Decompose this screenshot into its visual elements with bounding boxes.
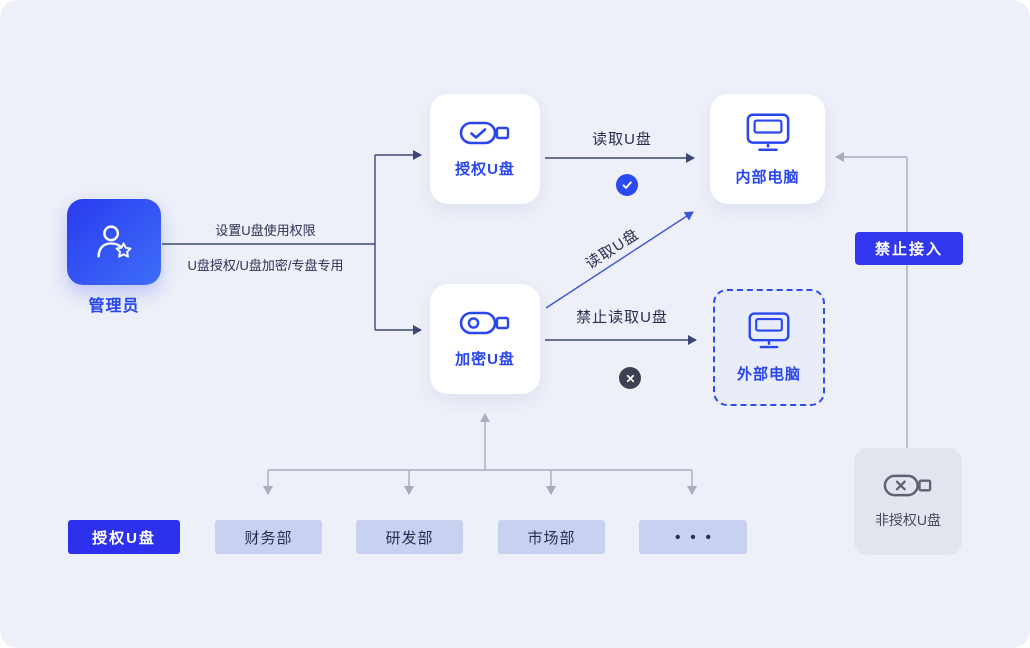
allow-status — [616, 174, 638, 196]
edge-encrypted-to-internal — [545, 211, 694, 309]
cross-circle-icon — [626, 374, 634, 382]
authorized-usb-node: 授权U盘 — [430, 94, 540, 204]
internal-pc-node: 内部电脑 — [710, 94, 825, 204]
dept-more: ••• — [639, 520, 747, 554]
dept-rnd: 研发部 — [356, 520, 463, 554]
admin-label: 管理员 — [88, 298, 140, 315]
usb-dot-icon — [459, 311, 510, 334]
dept-marketing: 市场部 — [498, 520, 605, 554]
check-circle-icon — [622, 181, 632, 189]
usb-x-icon — [883, 474, 932, 497]
encrypted-usb-label: 加密U盘 — [455, 350, 515, 368]
external-pc-node: 外部电脑 — [713, 289, 825, 406]
read-usb-label-top: 读取U盘 — [592, 131, 652, 148]
forbid-read-usb-label: 禁止读取U盘 — [576, 309, 668, 326]
forbid-access-badge: 禁止接入 — [855, 232, 963, 265]
admin-user-star-icon — [97, 225, 132, 258]
external-monitor-icon — [748, 312, 790, 349]
internal-monitor-icon — [746, 113, 789, 151]
unauthorized-usb-label: 非授权U盘 — [874, 512, 942, 528]
authorized-usb-legend-badge: 授权U盘 — [68, 520, 180, 554]
external-pc-label: 外部电脑 — [736, 366, 801, 383]
unauthorized-usb-node: 非授权U盘 — [854, 448, 962, 555]
deny-status — [619, 367, 641, 389]
encrypted-usb-node: 加密U盘 — [430, 284, 540, 394]
internal-pc-label: 内部电脑 — [735, 168, 800, 186]
authorized-usb-label: 授权U盘 — [455, 160, 515, 178]
assign-note-line2: U盘授权/U盘加密/专盘专用 — [187, 258, 344, 273]
admin-node — [67, 199, 161, 285]
usb-check-icon — [459, 121, 510, 144]
assign-note-line1: 设置U盘使用权限 — [215, 223, 316, 238]
dept-finance: 财务部 — [215, 520, 322, 554]
ellipsis-label: ••• — [675, 528, 721, 546]
